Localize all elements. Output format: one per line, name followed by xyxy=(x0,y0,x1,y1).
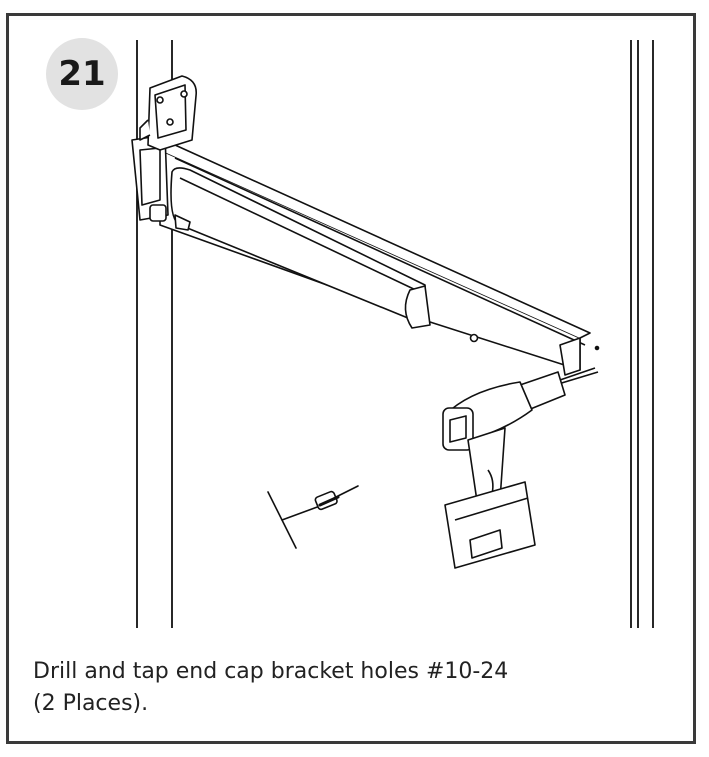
instruction-line-1: Drill and tap end cap bracket holes #10-… xyxy=(33,659,509,684)
step-number-badge: 21 xyxy=(46,38,118,110)
instruction-caption: Drill and tap end cap bracket holes #10-… xyxy=(33,656,653,720)
exit-device-rail xyxy=(131,134,600,376)
step-number: 21 xyxy=(58,54,106,94)
instruction-panel xyxy=(6,13,696,744)
end-cap-bracket xyxy=(139,75,198,151)
instruction-line-2: (2 Places). xyxy=(33,691,149,716)
tap-wrench xyxy=(267,485,359,549)
cordless-drill xyxy=(442,367,599,569)
